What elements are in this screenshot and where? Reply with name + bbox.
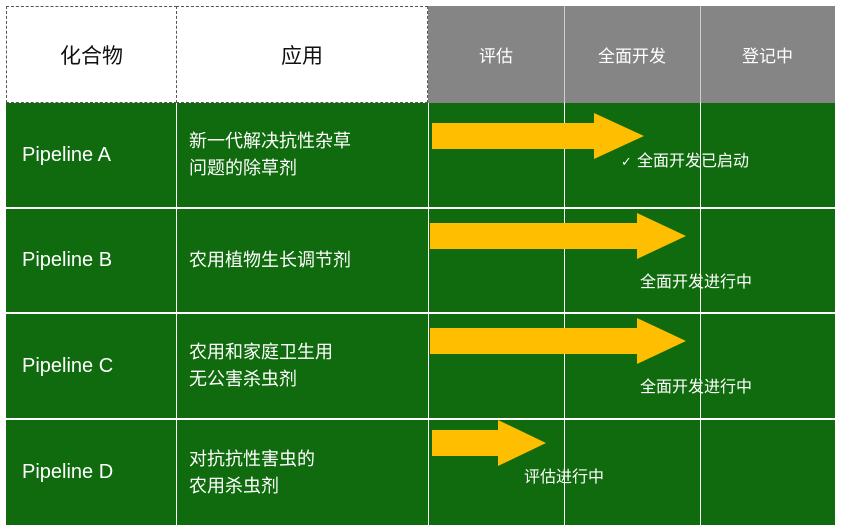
progress-arrow <box>432 113 644 159</box>
application-text: 无公害杀虫剂 <box>189 369 297 390</box>
table-row-name: Pipeline B <box>6 209 176 312</box>
progress-arrow <box>432 420 546 466</box>
pipeline-name: Pipeline B <box>22 249 113 271</box>
header-divider <box>700 6 701 103</box>
table-row-name: Pipeline D <box>6 420 176 525</box>
header-stage-registration: 登记中 <box>700 6 835 103</box>
application-text: 农用和家庭卫生用 <box>189 342 333 363</box>
application-text: 新一代解决抗性杂草 <box>189 131 351 152</box>
row-divider <box>6 207 835 209</box>
table-row-name: Pipeline C <box>6 314 176 418</box>
table-row-application: 对抗抗性害虫的 农用杀虫剂 <box>177 420 428 525</box>
row-divider <box>6 418 835 420</box>
pipeline-name: Pipeline D <box>22 461 114 483</box>
header-divider <box>564 6 565 103</box>
stage-status: ✓ 全面开发已启动 <box>621 147 749 171</box>
header-application-label: 应用 <box>281 43 323 68</box>
stage-status: 评估进行中 <box>524 463 604 487</box>
progress-arrow <box>430 318 686 364</box>
row-divider <box>6 312 835 314</box>
application-text: 对抗抗性害虫的 <box>189 448 315 470</box>
progress-arrow <box>430 213 686 259</box>
column-divider <box>700 103 701 525</box>
header-stage-full-development: 全面开发 <box>564 6 700 103</box>
header-compound: 化合物 <box>6 6 177 103</box>
application-text: 问题的除草剂 <box>189 158 297 179</box>
application-text: 农用杀虫剂 <box>189 475 279 497</box>
status-text: 全面开发进行中 <box>640 272 753 291</box>
table-row-name: Pipeline A <box>6 103 176 207</box>
header-stage-label: 全面开发 <box>598 47 666 67</box>
column-divider <box>176 103 177 525</box>
status-text: 全面开发已启动 <box>637 151 750 170</box>
stage-status: 全面开发进行中 <box>640 373 752 397</box>
table-row-application: 农用植物生长调节剂 <box>177 209 428 312</box>
stage-status: 全面开发进行中 <box>640 268 752 292</box>
status-text: 全面开发进行中 <box>640 377 753 396</box>
table-body <box>6 103 835 525</box>
column-divider <box>564 103 565 525</box>
pipeline-name: Pipeline C <box>22 354 114 377</box>
pipeline-name: Pipeline A <box>22 143 111 166</box>
check-icon: ✓ <box>621 155 632 170</box>
application-text: 农用植物生长调节剂 <box>189 250 351 271</box>
column-divider <box>428 103 429 525</box>
header-application: 应用 <box>176 6 428 103</box>
table-row-application: 新一代解决抗性杂草 问题的除草剂 <box>177 103 428 207</box>
header-stage-label: 评估 <box>479 47 513 67</box>
header-stage-label: 登记中 <box>742 47 793 67</box>
table-row-application: 农用和家庭卫生用 无公害杀虫剂 <box>177 314 428 418</box>
header-compound-label: 化合物 <box>60 43 123 68</box>
header-stage-evaluation: 评估 <box>428 6 564 103</box>
status-text: 评估进行中 <box>524 467 605 486</box>
